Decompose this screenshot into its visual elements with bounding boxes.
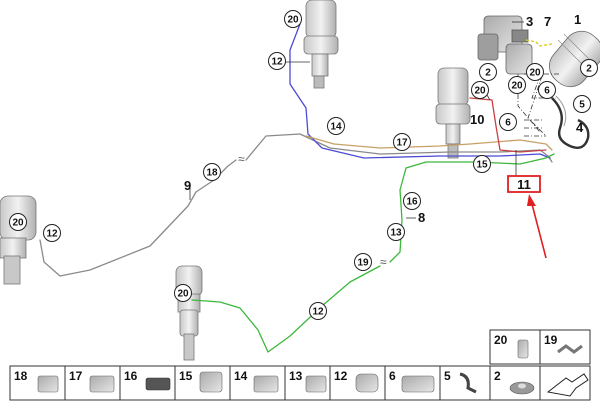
callout-13: 13 <box>387 223 405 241</box>
svg-text:12: 12 <box>46 229 58 240</box>
legend-item-5: 5 <box>439 365 491 401</box>
legend-item-6: 6 <box>384 365 441 401</box>
highlight-arrow <box>527 194 547 259</box>
svg-text:2: 2 <box>586 64 592 75</box>
callout-18: 18 <box>203 163 221 181</box>
legend-item-16: 16 <box>119 365 176 401</box>
svg-text:15: 15 <box>179 369 193 383</box>
callout-12-top: 12 <box>268 52 286 70</box>
svg-text:16: 16 <box>406 197 418 208</box>
callout-16: 16 <box>403 192 421 210</box>
callout-20-rear: 20 <box>174 284 192 302</box>
legend-item-13: 13 <box>284 365 331 401</box>
line-break-symbol: ≈ <box>380 255 387 269</box>
pressure-line-tan <box>305 135 553 151</box>
svg-text:6: 6 <box>389 369 396 383</box>
callout-19: 19 <box>354 253 372 271</box>
svg-text:6: 6 <box>544 86 550 97</box>
legend-item-20: 20 <box>489 329 541 365</box>
part-label-1: 1 <box>574 12 581 27</box>
legend-fastener-symbol <box>539 365 591 401</box>
parts-legend: 20 19 18 17 16 15 <box>9 329 591 401</box>
svg-text:12: 12 <box>312 307 324 318</box>
svg-text:14: 14 <box>330 122 342 133</box>
legend-item-12: 12 <box>329 365 386 401</box>
pressure-line-blue <box>289 23 551 159</box>
svg-text:5: 5 <box>444 369 451 383</box>
legend-item-19: 19 <box>539 329 591 365</box>
svg-text:6: 6 <box>505 118 511 129</box>
air-spring-front-top <box>303 0 339 89</box>
svg-text:12: 12 <box>334 369 348 383</box>
svg-text:17: 17 <box>396 138 408 149</box>
callout-5: 5 <box>573 95 591 113</box>
line-break-symbol: ≈ <box>238 152 245 166</box>
svg-text:19: 19 <box>544 333 558 347</box>
compressor-valve-block <box>477 15 533 75</box>
callout-14: 14 <box>327 117 345 135</box>
part-label-8: 8 <box>418 210 425 225</box>
callout-12-left: 12 <box>43 224 61 242</box>
callout-20-d: 20 <box>471 81 489 99</box>
svg-text:13: 13 <box>390 228 402 239</box>
svg-text:20: 20 <box>177 289 189 300</box>
svg-text:15: 15 <box>476 160 488 171</box>
part-label-4: 4 <box>576 120 584 135</box>
svg-text:20: 20 <box>287 15 299 26</box>
legend-item-18: 18 <box>9 365 66 401</box>
callout-6-a: 6 <box>538 81 556 99</box>
air-spring-rear-right <box>175 265 203 361</box>
air-spring-rear-left <box>0 195 37 285</box>
callout-20-b: 20 <box>508 76 526 94</box>
svg-text:20: 20 <box>474 86 486 97</box>
callout-20-left: 20 <box>9 213 27 231</box>
wire-yellow-dashed <box>525 39 553 47</box>
svg-text:11: 11 <box>517 177 531 192</box>
legend-item-2: 2 <box>489 365 541 401</box>
callout-6-b: 6 <box>499 113 517 131</box>
svg-text:20: 20 <box>529 68 541 79</box>
pressure-line-green <box>191 153 555 353</box>
svg-text:20: 20 <box>12 218 24 229</box>
legend-item-14: 14 <box>229 365 286 401</box>
legend-item-15: 15 <box>174 365 231 401</box>
callout-17: 17 <box>393 133 411 151</box>
callout-12-bottom: 12 <box>309 302 327 320</box>
part-label-10: 10 <box>470 112 484 127</box>
svg-text:2: 2 <box>485 68 491 79</box>
svg-text:18: 18 <box>14 369 28 383</box>
svg-text:14: 14 <box>234 369 248 383</box>
callout-20-c: 20 <box>526 63 544 81</box>
svg-text:19: 19 <box>357 258 369 269</box>
pressure-line-red <box>469 97 547 153</box>
legend-item-17: 17 <box>64 365 121 401</box>
svg-text:20: 20 <box>494 333 508 347</box>
svg-text:17: 17 <box>69 369 83 383</box>
svg-text:5: 5 <box>579 100 585 111</box>
air-spring-front-right <box>435 67 471 159</box>
svg-text:2: 2 <box>494 369 501 383</box>
callout-2-a: 2 <box>479 63 497 81</box>
callout-15: 15 <box>473 155 491 173</box>
mounting-strap <box>551 95 590 149</box>
svg-text:13: 13 <box>289 369 303 383</box>
part-label-9: 9 <box>184 178 191 193</box>
part-label-7: 7 <box>544 14 551 29</box>
part-label-3: 3 <box>526 14 533 29</box>
svg-text:20: 20 <box>511 81 523 92</box>
callout-2-b: 2 <box>580 59 598 77</box>
svg-text:18: 18 <box>206 168 218 179</box>
highlighted-part-11: 11 <box>507 175 541 193</box>
svg-text:12: 12 <box>271 57 283 68</box>
svg-text:16: 16 <box>124 369 138 383</box>
pressure-line-gray <box>39 133 553 277</box>
callout-20-top: 20 <box>284 10 302 28</box>
